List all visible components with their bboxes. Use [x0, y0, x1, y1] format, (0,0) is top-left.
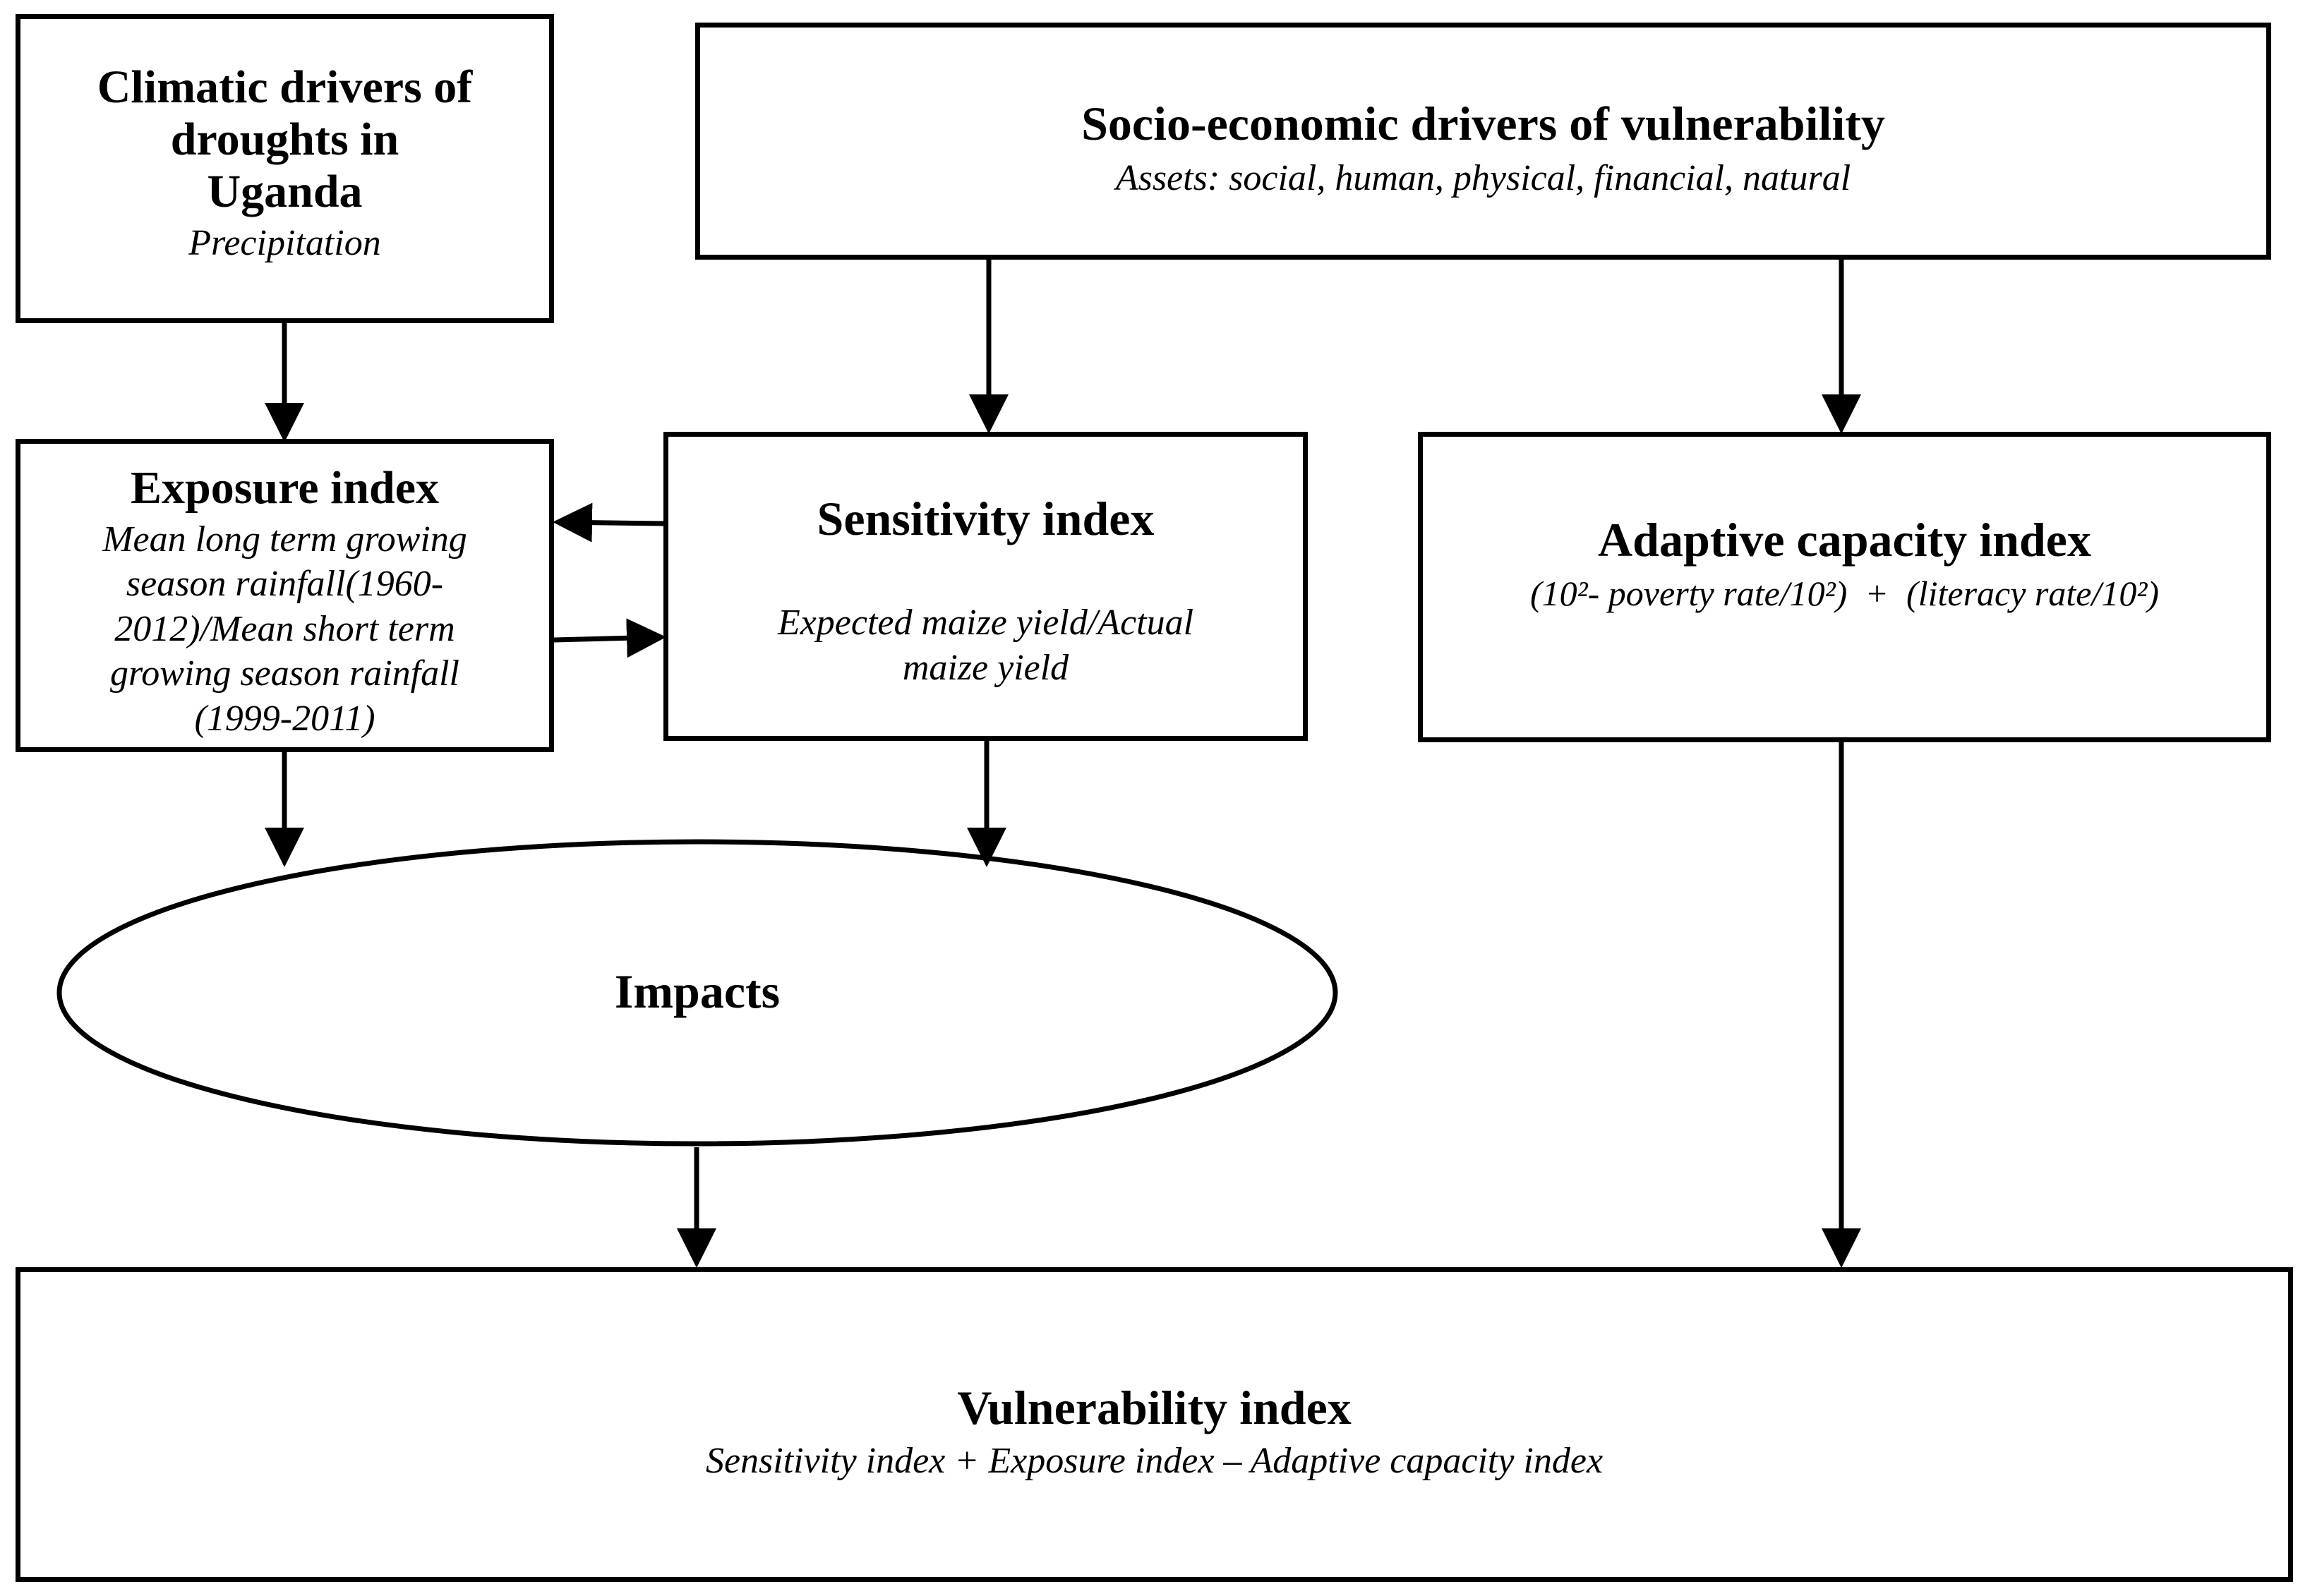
socio-economic-drivers-box: Socio-economic drivers of vulnerability …	[695, 23, 2271, 260]
sensitivity-formula-line2: maize yield	[902, 647, 1069, 688]
edge-sensitivity-to-exposure	[553, 502, 664, 543]
vulnerability-index-title: Vulnerability index	[957, 1381, 1352, 1434]
climatic-drivers-title: Climatic drivers of droughts in Uganda	[97, 61, 473, 218]
socio-economic-title: Socio-economic drivers of vulnerability	[1081, 97, 1885, 150]
climatic-drivers-subtitle: Precipitation	[188, 222, 381, 263]
exposure-formula-line1: Mean long term growing	[102, 519, 467, 560]
adaptive-capacity-formula: (10²- poverty rate/10²) + (literacy rate…	[1530, 574, 2159, 614]
exposure-formula-line4: growing season rainfall	[109, 653, 459, 694]
sensitivity-index-title: Sensitivity index	[817, 492, 1155, 545]
climatic-drivers-box: Climatic drivers of droughts in Uganda P…	[16, 14, 554, 323]
climatic-title-line2: droughts in	[170, 113, 399, 165]
vulnerability-index-box: Vulnerability index Sensitivity index + …	[16, 1267, 2293, 1582]
climatic-title-line3: Uganda	[207, 165, 363, 217]
adaptive-capacity-title: Adaptive capacity index	[1598, 513, 2091, 567]
climatic-title-line1: Climatic drivers of	[97, 61, 473, 113]
impacts-label: Impacts	[614, 965, 781, 1018]
exposure-index-title: Exposure index	[130, 462, 440, 514]
vulnerability-index-formula: Sensitivity index + Exposure index – Ada…	[705, 1441, 1604, 1482]
impacts-ellipse	[56, 839, 1338, 1147]
sensitivity-formula-line1: Expected maize yield/Actual	[777, 603, 1194, 643]
exposure-formula-line3: 2012)/Mean short term	[114, 608, 455, 649]
edge-exposure-to-sensitivity	[553, 618, 666, 658]
sensitivity-index-box: Sensitivity index Expected maize yield/A…	[663, 432, 1308, 741]
adaptive-capacity-index-box: Adaptive capacity index (10²- poverty ra…	[1418, 432, 2271, 742]
exposure-formula-line2: season rainfall(1960-	[126, 564, 444, 605]
exposure-formula-line5: (1999-2011)	[194, 698, 375, 739]
exposure-index-formula: Mean long term growing season rainfall(1…	[102, 517, 467, 741]
exposure-index-box: Exposure index Mean long term growing se…	[16, 439, 554, 752]
socio-economic-subtitle: Assets: social, human, physical, financi…	[1115, 158, 1851, 199]
sensitivity-index-formula: Expected maize yield/Actual maize yield	[778, 600, 1193, 690]
